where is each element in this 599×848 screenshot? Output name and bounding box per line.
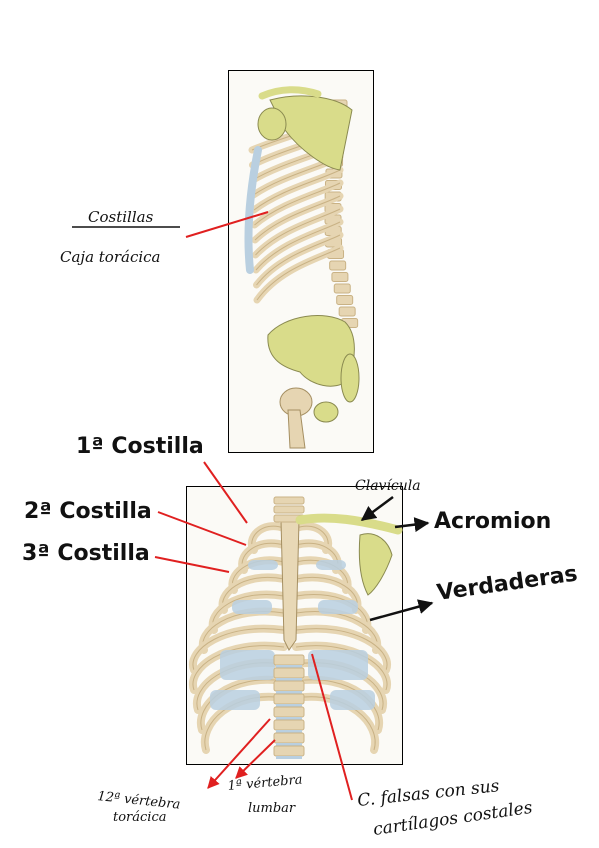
label-tercera-costilla: 3ª Costilla	[22, 541, 150, 566]
label-costillas: Costillas	[88, 208, 154, 226]
intervertebral-disc	[276, 743, 302, 746]
vertebra	[336, 295, 354, 305]
lumbar-vertebra	[273, 706, 305, 718]
anterior-rib-edge	[204, 696, 285, 751]
cervical-vertebra	[273, 496, 305, 505]
vertebra	[338, 306, 356, 317]
line-vertebra-toracica	[207, 718, 271, 789]
lateral-rib-edge	[254, 195, 341, 241]
label-vertebra-lumbar-2: lumbar	[248, 801, 296, 816]
intervertebral-disc	[276, 717, 302, 720]
line-verdaderas	[369, 599, 434, 622]
costal-cartilage	[330, 690, 375, 710]
clavicle-lateral	[258, 86, 322, 100]
costal-cartilage-lateral	[244, 146, 262, 274]
intervertebral-disc	[276, 678, 302, 681]
scapula-anterior	[358, 533, 393, 596]
costal-cartilage	[232, 600, 272, 614]
line-vertebra-lumbar	[235, 739, 276, 779]
intervertebral-disc	[276, 730, 302, 733]
femur	[287, 409, 306, 449]
anterior-rib-edge	[295, 628, 388, 671]
humeral-head	[257, 107, 287, 141]
lateral-rib-edge	[255, 208, 341, 256]
lumbar-vertebra	[273, 667, 305, 679]
line-acromion	[394, 517, 430, 533]
lateral-skeleton-illustration	[244, 86, 360, 449]
anterior-rib-edge	[295, 696, 376, 751]
anterior-ribcage-illustration	[189, 496, 403, 759]
lumbar-vertebra	[273, 732, 305, 744]
intervertebral-disc	[276, 665, 302, 668]
scapula	[269, 95, 353, 171]
costal-cartilage	[248, 560, 278, 570]
label-verdaderas: Verdaderas	[435, 561, 579, 605]
sacrum	[340, 353, 360, 403]
intervertebral-disc	[276, 704, 302, 707]
lateral-rib-edge	[256, 234, 341, 286]
label-primera-costilla: 1ª Costilla	[76, 434, 204, 459]
intervertebral-disc	[276, 691, 302, 694]
vertebra	[329, 260, 347, 271]
line-segunda-costilla	[157, 511, 247, 546]
label-acromion: Acromion	[434, 509, 551, 534]
lumbar-vertebra	[273, 719, 305, 731]
label-clavicula: Clavícula	[355, 478, 421, 494]
line-primera-costilla	[203, 461, 248, 524]
lumbar-vertebra	[273, 680, 305, 692]
line-tercera-costilla	[154, 556, 230, 573]
line-falsas	[311, 653, 353, 801]
sternum	[280, 519, 300, 651]
costal-cartilage	[318, 600, 358, 614]
label-vertebra-lumbar-1: 1ª vértebra	[227, 773, 303, 794]
costal-cartilage	[308, 650, 368, 680]
lateral-rib-edge	[254, 182, 341, 226]
label-caja-toracica: Caja torácica	[60, 248, 161, 266]
costal-cartilage	[316, 560, 346, 570]
pubis	[313, 401, 339, 423]
line-clavicula	[360, 495, 394, 522]
lumbar-vertebra	[273, 745, 305, 757]
lateral-rib-edge	[256, 247, 341, 301]
clavicle-anterior	[295, 513, 403, 535]
anterior-rib-edge	[192, 645, 285, 691]
anterior-rib-edge	[192, 628, 285, 671]
lateral-rib-edge	[253, 169, 341, 211]
cervical-vertebra	[273, 505, 305, 514]
vertebra	[331, 272, 349, 282]
costal-cartilage	[210, 690, 260, 710]
line-costillas	[185, 211, 269, 238]
label-vertebra-toracica-2: torácica	[113, 810, 167, 825]
pointer-lines	[154, 211, 434, 801]
lumbar-vertebra	[273, 654, 305, 666]
vertebra	[333, 283, 351, 294]
lumbar-vertebra	[273, 693, 305, 705]
costal-cartilage	[220, 650, 275, 680]
label-segunda-costilla: 2ª Costilla	[24, 499, 152, 524]
intervertebral-disc	[276, 756, 302, 759]
lateral-rib-edge	[255, 221, 341, 271]
